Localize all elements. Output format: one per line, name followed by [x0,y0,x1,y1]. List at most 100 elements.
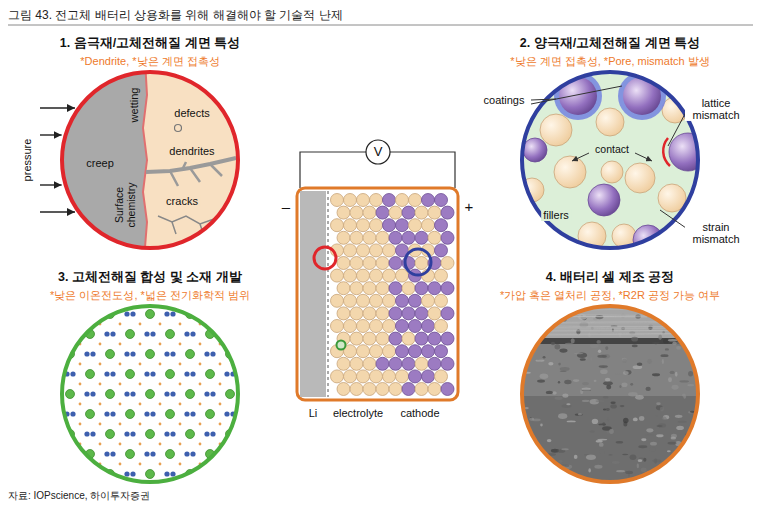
particle [441,282,454,295]
lattice-anion [44,431,49,436]
lattice-ion [99,423,102,426]
sem-speckle [590,344,599,348]
particle [441,383,454,396]
sem-speckle [605,346,608,350]
sem-speckle [558,413,567,419]
sem-speckle [582,382,589,385]
text-line: 2. 양극재/고체전해질 계면 특성 [490,33,730,51]
sem-speckle [590,430,595,432]
lattice-anion [164,391,169,396]
lattice-atom [106,350,115,359]
particle [409,370,422,383]
sem-speckle [645,387,650,391]
pressure-arrow [40,107,75,108]
particle [396,219,409,232]
lattice-anion [170,311,175,316]
part-label: Surface chemistry [114,176,137,234]
particle [441,206,454,219]
lattice-ion [219,463,222,466]
interface-line [143,60,147,260]
lattice-anion [84,431,89,436]
particle [402,383,415,396]
particle [441,307,454,320]
lattice-ion [219,303,222,306]
lattice-atom [146,310,155,319]
sem-speckle [664,304,669,308]
particle [383,370,396,383]
sem-speckle [561,448,568,450]
lattice-ion [79,383,82,386]
particle [428,332,441,345]
cell-housing [297,188,458,400]
sem-speckle [578,413,582,415]
part-label: fillers [541,209,571,221]
lattice-ion [99,483,102,486]
particle [435,269,448,282]
circle-outline [62,306,238,482]
sem-speckle [690,311,696,313]
sem-speckle [612,461,620,464]
particle [422,320,435,333]
lattice-anion [150,371,155,376]
node-header: 1. 음극재/고체전해질 계면 특성*Dendrite, *낮은 계면 접촉성 [30,33,270,69]
lattice-anion [124,311,129,316]
lattice-anion [230,491,235,496]
particle [435,320,448,333]
particle [396,294,409,307]
lattice-anion [204,431,209,436]
lattice-ion [79,483,82,486]
label-holder: dendrites [167,141,216,159]
wire [300,152,366,188]
section-heading: 4. 배터리 셀 제조 공정 [546,269,674,285]
lattice-ion [59,423,62,426]
particle [402,307,415,320]
sem-streak [522,316,698,317]
lattice-ion [219,503,222,505]
lattice-ion [159,363,162,366]
sem-speckle [603,396,609,399]
particle [415,383,428,396]
particle [350,257,363,270]
illustration [519,304,701,483]
lattice-ion [199,483,202,486]
lattice-ion [79,463,82,466]
label-holder: defects [172,103,211,121]
sem-speckle [548,362,553,366]
defect-mark [175,125,182,132]
sem-speckle [637,363,643,366]
sem-speckle [672,342,676,345]
lattice-anion [170,351,175,356]
sem-speckle [668,339,678,341]
sem-speckle [567,420,576,422]
part-label: Li [309,407,318,419]
lattice-atom [126,370,135,379]
lattice-ion [119,403,122,406]
lattice-atom [146,350,155,359]
lattice-anion [250,351,255,356]
particle [383,244,396,257]
lattice-anion [210,391,215,396]
electrolyte-particle [540,114,572,146]
figure-title: 그림 43. 전고체 배터리 상용화를 위해 해결해야 할 기술적 난제 [8,8,343,22]
sem-streak [522,316,698,318]
lattice-ion [119,303,122,306]
lattice-ion [159,343,162,346]
lattice-atom [46,450,55,459]
sem-speckle [665,348,669,350]
lattice-anion [244,311,249,316]
anode-interface-circle: 1. 음극재/고체전해질 계면 특성*Dendrite, *낮은 계면 접촉성 [30,33,270,252]
section-note: *낮은 계면 접촉성, *Pore, mismatch 발생 [510,54,709,68]
lattice-anion [104,331,109,336]
particle [396,194,409,207]
label-holder: creep [86,153,114,171]
particle [363,206,376,219]
sem-speckle [646,428,653,432]
sem-speckle [652,342,660,344]
lattice-anion [164,471,169,476]
particle [422,219,435,232]
meter-outline [366,140,390,164]
sem-speckle [679,380,689,382]
lattice-ion [59,363,62,366]
lattice-atom [226,390,235,399]
sem-speckle [610,404,617,408]
